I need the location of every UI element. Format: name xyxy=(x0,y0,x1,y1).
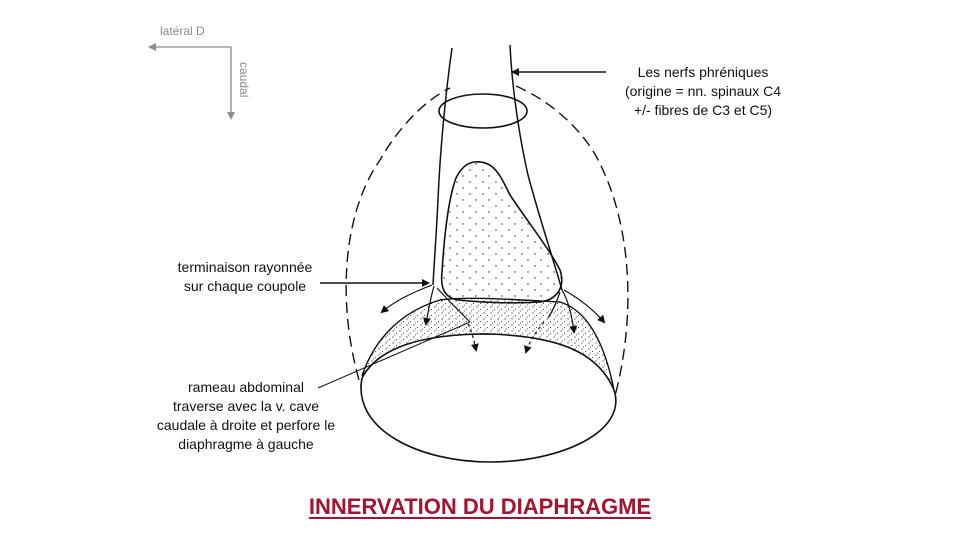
abdominal-label-line-2: traverse avec la v. cave xyxy=(172,398,320,414)
leader-abdominal xyxy=(317,321,471,389)
heart-stippled xyxy=(440,161,563,304)
abdominal-label: rameau abdominal traverse avec la v. cav… xyxy=(136,378,356,454)
leader-lines xyxy=(317,68,606,389)
phrenic-label-line-2: (origine = nn. spinaux C4 xyxy=(624,83,782,99)
terminal-label: terminaison rayonnée sur chaque coupole xyxy=(160,258,330,296)
abdominal-label-line-3: caudale à droite et perfore le xyxy=(156,417,336,433)
body-outline-dashed xyxy=(345,85,629,397)
abdominal-label-line-4: diaphragme à gauche xyxy=(178,436,314,452)
phrenic-label-line-3: +/- fibres de C3 et C5) xyxy=(633,102,773,118)
diaphragm-base-ellipse xyxy=(360,333,617,463)
phrenic-label: Les nerfs phréniques (origine = nn. spin… xyxy=(608,63,798,120)
diagram-title: INNERVATION DU DIAPHRAGME xyxy=(0,494,960,520)
diagram-title-text: INNERVATION DU DIAPHRAGME xyxy=(308,494,652,519)
terminal-label-line-1: terminaison rayonnée xyxy=(177,259,313,275)
phrenic-label-line-1: Les nerfs phréniques xyxy=(637,64,769,80)
orientation-axes xyxy=(148,43,235,120)
lateral-label: latéral D xyxy=(160,24,205,38)
thoracic-ring xyxy=(438,93,528,129)
terminal-label-line-2: sur chaque coupole xyxy=(183,278,307,294)
caudal-label: caudal xyxy=(237,62,251,98)
abdominal-label-line-1: rameau abdominal xyxy=(188,379,304,395)
